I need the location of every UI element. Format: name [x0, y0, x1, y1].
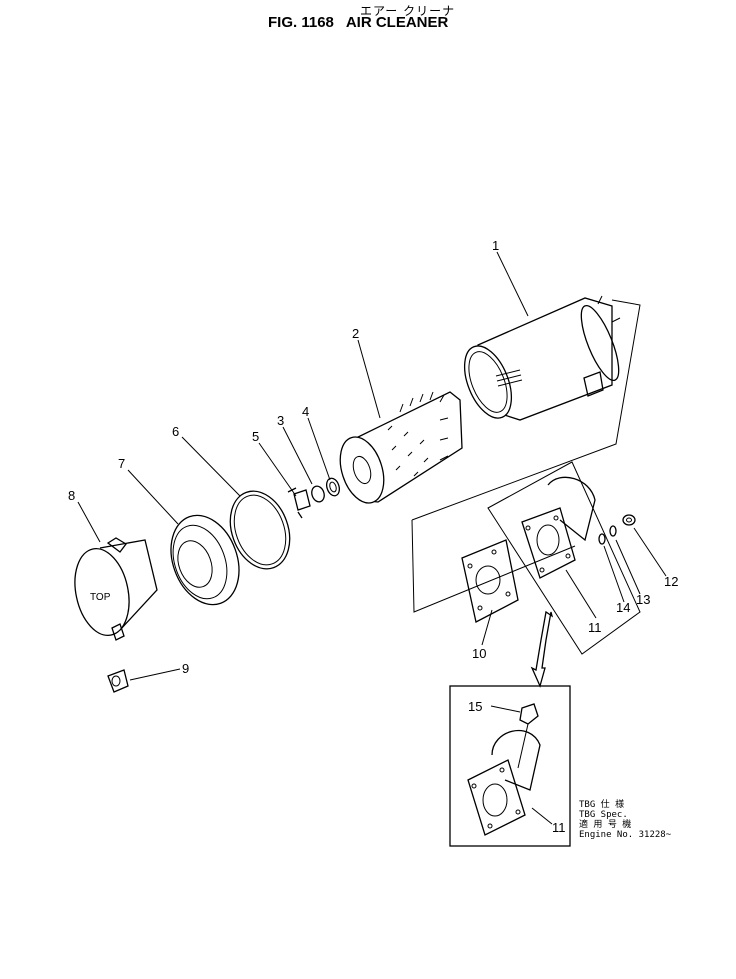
callout-11-detail: 11: [552, 820, 566, 835]
detail-part-15-fitting: [517, 703, 539, 769]
part-7-cover-plate: [170, 514, 240, 606]
callout-5: 5: [252, 429, 259, 444]
callout-numbers: 1 2 3 4 5 6 7 8 9 10 11 12 13 14 15 11: [68, 238, 678, 835]
callout-10: 10: [472, 646, 486, 661]
part-10-flange-gasket: [461, 539, 519, 623]
part-13-lock-washer: [609, 525, 617, 537]
part-11-inlet-elbow: [521, 476, 596, 579]
callout-13: 13: [636, 592, 650, 607]
callout-6: 6: [172, 424, 179, 439]
part-8-dust-cup: TOP: [74, 537, 158, 641]
tbg-detail-box: [449, 685, 571, 847]
leader-lines: [77, 251, 667, 825]
callout-12: 12: [664, 574, 678, 589]
subassembly-bracket-outline: [487, 461, 641, 655]
title-japanese: エアー クリーナ: [360, 4, 456, 18]
top-mark-text: TOP: [90, 592, 111, 603]
figure-name: AIR CLEANER: [345, 14, 449, 31]
part-3-washer: [311, 485, 325, 503]
note-line-2: TBG Spec.: [579, 810, 628, 820]
detail-arrow: [530, 610, 554, 688]
figure-title: FIG. 1168 AIR CLEANER: [268, 14, 448, 31]
callout-15: 15: [468, 699, 482, 714]
callout-3: 3: [277, 413, 284, 428]
callout-9: 9: [182, 661, 189, 676]
callout-11: 11: [588, 620, 602, 635]
callout-8: 8: [68, 488, 75, 503]
figure-number: FIG. 1168: [268, 14, 334, 31]
part-12-nut: [622, 514, 636, 526]
note-line-1: TBG 仕 様: [579, 800, 625, 810]
part-5-wing-nut: [287, 487, 311, 519]
callout-1: 1: [492, 238, 499, 253]
part-1-housing: [463, 295, 621, 421]
part-4-seal-ring: [326, 477, 340, 497]
part-6-gasket-ring: [229, 490, 291, 570]
part-14-washer: [598, 533, 606, 545]
callout-14: 14: [616, 600, 630, 615]
part-2-filter-element: [339, 391, 463, 504]
tbg-spec-note: TBG 仕 様 TBG Spec. 適 用 号 機 Engine No. 312…: [579, 800, 671, 840]
part-9-nipple: [107, 669, 129, 693]
callout-4: 4: [302, 404, 309, 419]
detail-part-11-elbow: [467, 729, 541, 836]
note-line-4: Engine No. 31228~: [579, 830, 672, 840]
assembly-bracket-outline: [411, 299, 641, 613]
note-line-3: 適 用 号 機: [579, 820, 632, 830]
callout-2: 2: [352, 326, 359, 341]
callout-7: 7: [118, 456, 125, 471]
